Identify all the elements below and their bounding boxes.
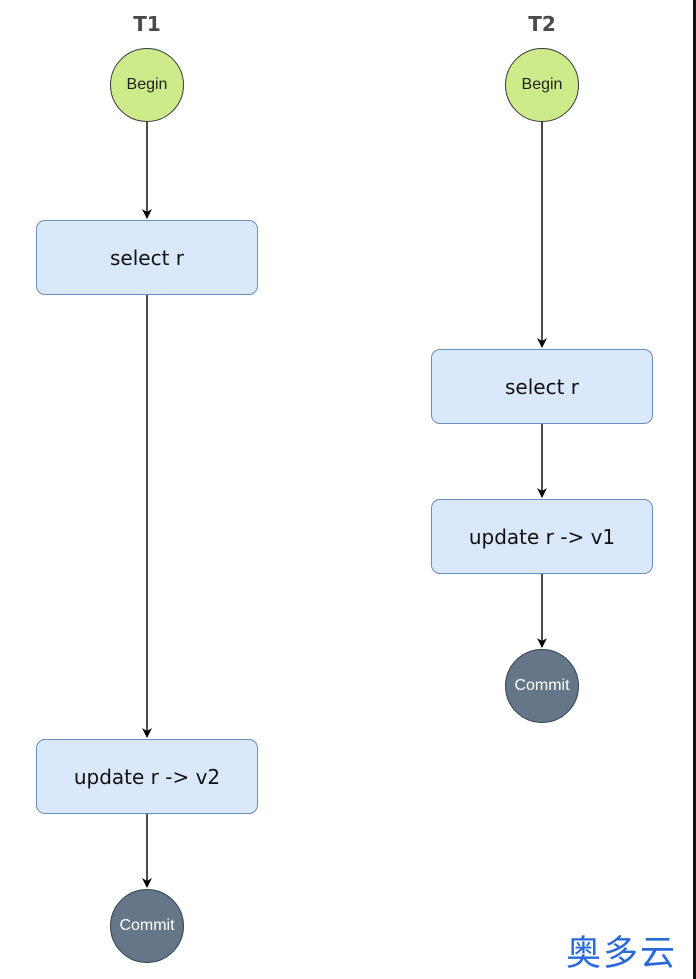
t2-commit-node: Commit <box>505 649 579 723</box>
t1-update-step: update r -> v2 <box>36 739 258 814</box>
t1-select-step: select r <box>36 220 258 295</box>
t1-begin-node: Begin <box>110 48 184 122</box>
t1-commit-node: Commit <box>110 889 184 963</box>
watermark-logo-text: 奥多云 <box>566 934 678 974</box>
t2-begin-node: Begin <box>505 48 579 122</box>
t2-select-step: select r <box>431 349 653 424</box>
t2-update-step: update r -> v1 <box>431 499 653 574</box>
right-border-line <box>693 0 696 979</box>
lane-title-t2: T2 <box>528 12 556 36</box>
lane-title-t1: T1 <box>133 12 161 36</box>
